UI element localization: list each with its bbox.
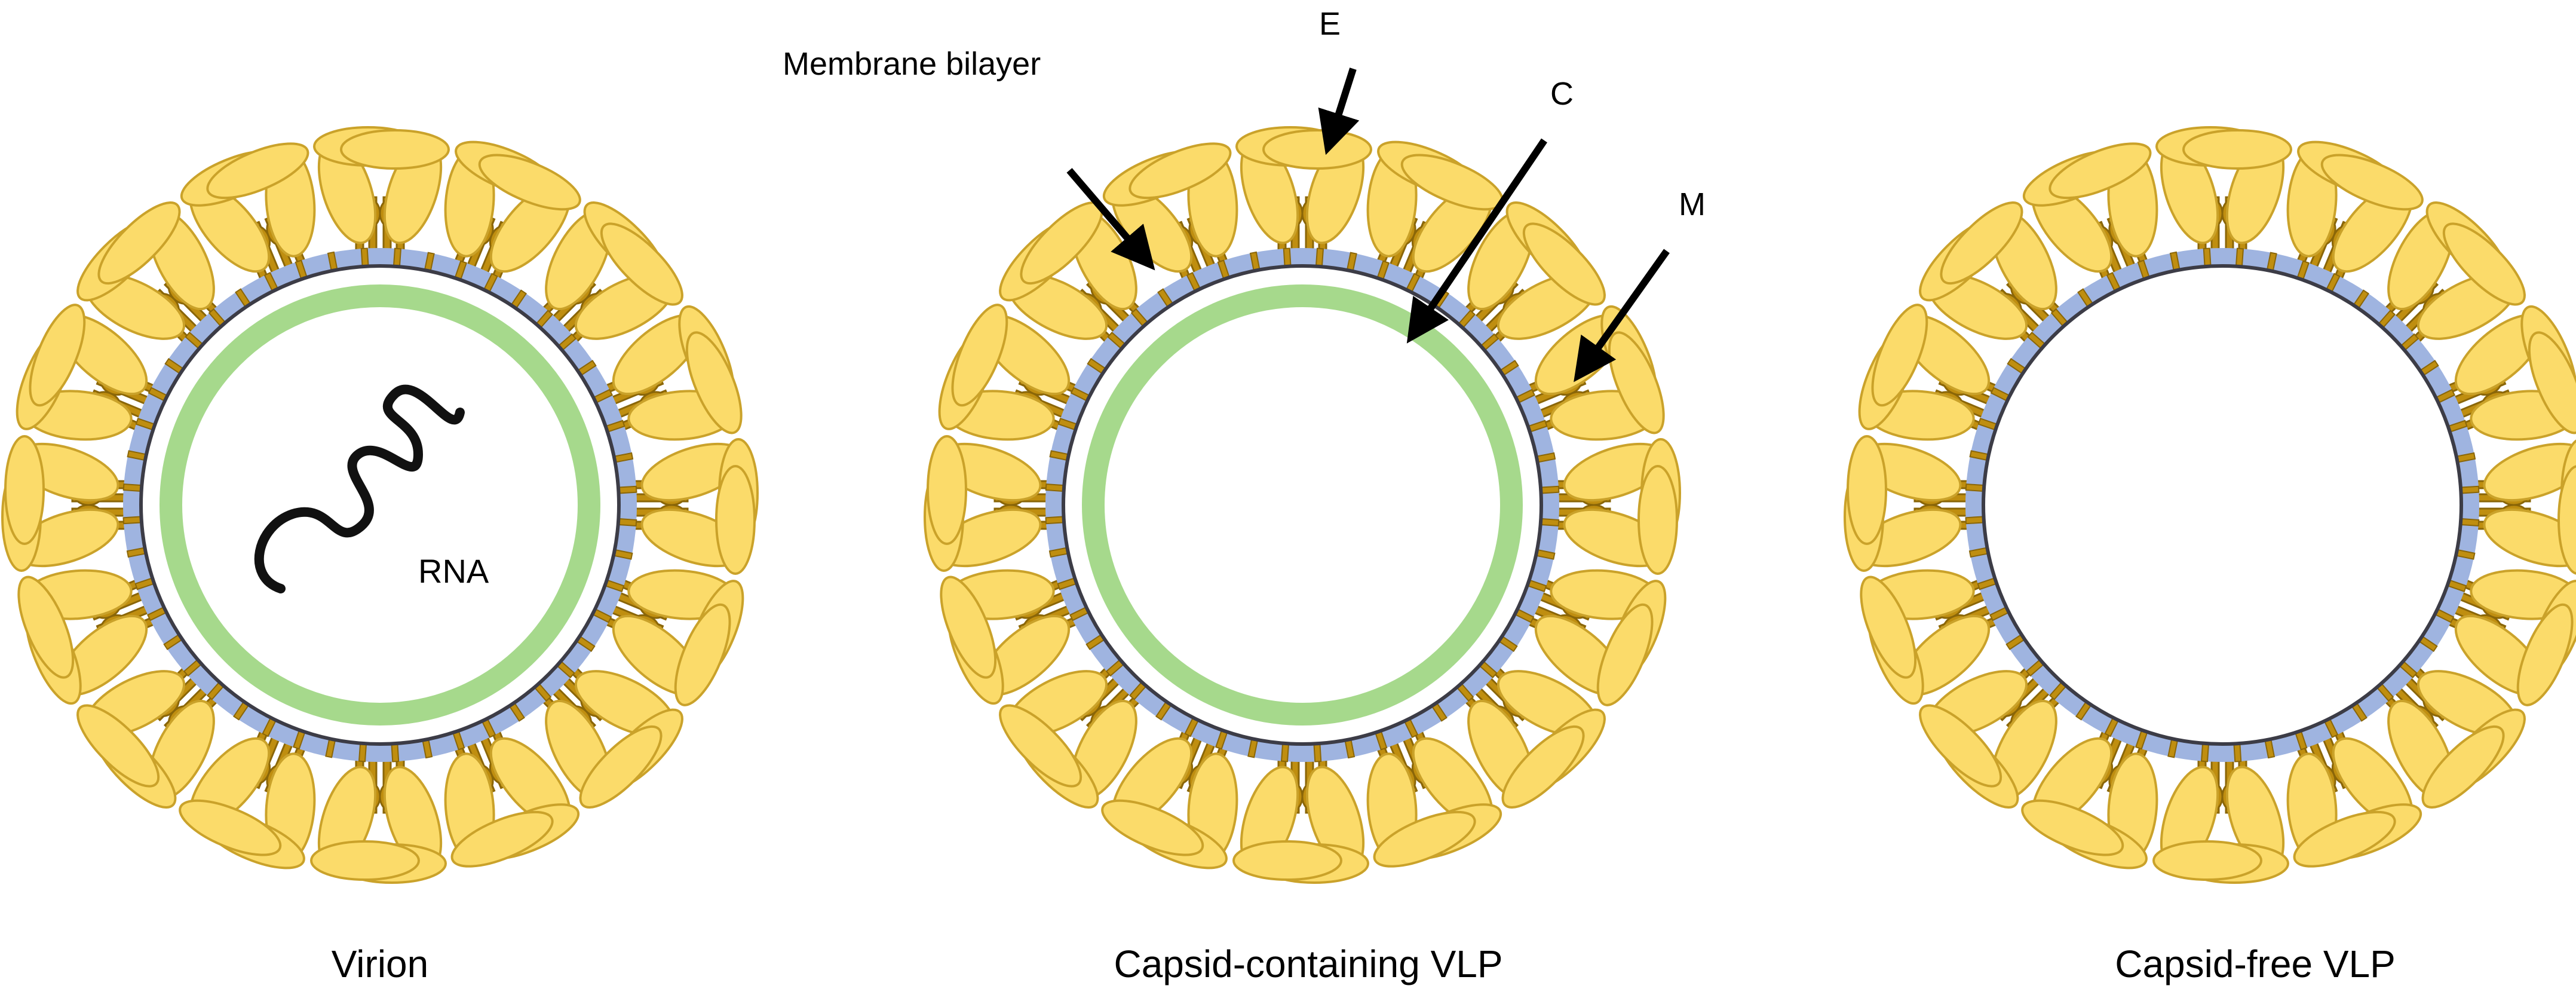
label-rna: RNA [418, 552, 489, 590]
membrane-bilayer [1965, 248, 2479, 762]
e-protein-spike [1919, 201, 2061, 344]
caption-capsid-free-vlp: Capsid-free VLP [2115, 942, 2396, 985]
m-protein-segment [1540, 518, 1560, 527]
membrane-bilayer [1045, 248, 1559, 762]
m-protein-segment [1280, 742, 1290, 763]
e-protein-spike [2475, 438, 2576, 575]
m-protein-segment [1965, 483, 1985, 492]
e-protein-spike [2446, 569, 2576, 706]
arrow-m [1574, 249, 1670, 382]
m-protein-segment [1315, 247, 1324, 268]
e-protein-spike [1844, 435, 1970, 572]
e-protein-spike [1464, 666, 1606, 809]
e-protein-spike [999, 201, 1141, 344]
arrow-e [1318, 68, 1360, 155]
rna-strand [254, 384, 465, 593]
e-protein-spike [1101, 729, 1238, 870]
m-protein-segment [1313, 742, 1322, 763]
capsid-ring [1082, 284, 1523, 726]
capsid-ring [160, 284, 600, 726]
e-protein-spike [1235, 126, 1372, 252]
e-protein-spike [1919, 666, 2061, 809]
e-protein-spike [938, 304, 1078, 441]
m-protein-segment [2203, 247, 2212, 268]
arrow-membrane [1066, 168, 1155, 271]
label-c: C [1550, 76, 1574, 112]
label-m: M [1679, 186, 1706, 222]
membrane-bilayer [123, 248, 637, 762]
m-protein-segment [2235, 247, 2244, 268]
caption-virion: Virion [332, 942, 428, 985]
e-protein-spike [541, 201, 683, 344]
capsid-free-vlp-particle [1844, 126, 2576, 884]
arrow-c [1406, 138, 1547, 344]
e-protein-spike [2384, 666, 2526, 809]
m-protein-segment [617, 485, 637, 494]
membrane-inner-line [1062, 264, 1543, 746]
e-protein-spike [2155, 126, 2292, 252]
e-protein-spike [940, 569, 1078, 705]
m-protein-segment [1045, 483, 1065, 492]
e-protein-spike [16, 304, 156, 441]
e-protein-spike [17, 569, 156, 705]
e-protein-spike [76, 201, 219, 344]
caption-capsid-containing-vlp: Capsid-containing VLP [1114, 942, 1502, 985]
e-protein-spike [2021, 729, 2158, 870]
e-protein-spike [2446, 305, 2576, 441]
m-protein-segment [1540, 485, 1560, 494]
e-protein-spike [2384, 201, 2526, 344]
m-protein-segment [1045, 516, 1065, 525]
m-protein-segment [2200, 742, 2210, 763]
e-protein-spike [604, 569, 744, 706]
m-protein-segment [360, 247, 369, 268]
e-protein-spike [633, 438, 759, 575]
e-protein-spike [1366, 140, 1504, 281]
e-protein-spike [76, 666, 219, 809]
e-protein-spike [924, 435, 1050, 572]
e-protein-spike [180, 142, 316, 281]
m-protein-segment [2233, 742, 2242, 763]
e-protein-spike [310, 758, 447, 884]
e-protein-spike [444, 729, 580, 868]
e-protein-spike [1232, 758, 1369, 884]
m-protein-segment [358, 742, 367, 763]
e-protein-spike [2022, 142, 2158, 281]
e-protein-spike [1526, 569, 1667, 706]
m-protein-segment [617, 518, 637, 527]
e-protein-spike [999, 666, 1141, 809]
m-protein-segment [2460, 518, 2480, 527]
e-protein-spike [2286, 140, 2424, 281]
m-protein-segment [2460, 485, 2480, 494]
virion-particle [1, 126, 759, 884]
m-protein-segment [1965, 516, 1985, 525]
e-protein-spike [1, 435, 127, 572]
e-protein-spike [1860, 569, 1998, 705]
m-protein-segment [122, 483, 143, 492]
membrane-inner-line [1982, 264, 2463, 746]
m-protein-segment [391, 742, 400, 763]
e-protein-spike [1366, 729, 1502, 868]
e-protein-spike [313, 126, 450, 252]
label-membrane-bilayer: Membrane bilayer [783, 46, 1041, 82]
e-protein-spike [1858, 304, 1998, 441]
m-protein-segment [1283, 247, 1292, 268]
e-protein-spike [1555, 438, 1681, 575]
m-protein-segment [392, 247, 402, 268]
e-protein-spike [444, 140, 581, 281]
e-protein-spike [541, 666, 683, 809]
label-e: E [1319, 6, 1341, 42]
e-protein-spike [179, 729, 316, 870]
e-protein-spike [604, 305, 743, 441]
m-protein-segment [122, 516, 143, 525]
membrane-inner-line [139, 264, 621, 746]
e-protein-spike [2152, 758, 2289, 884]
e-protein-spike [1464, 201, 1606, 344]
e-protein-spike [2286, 729, 2422, 868]
capsid-containing-vlp-particle [924, 126, 1681, 884]
